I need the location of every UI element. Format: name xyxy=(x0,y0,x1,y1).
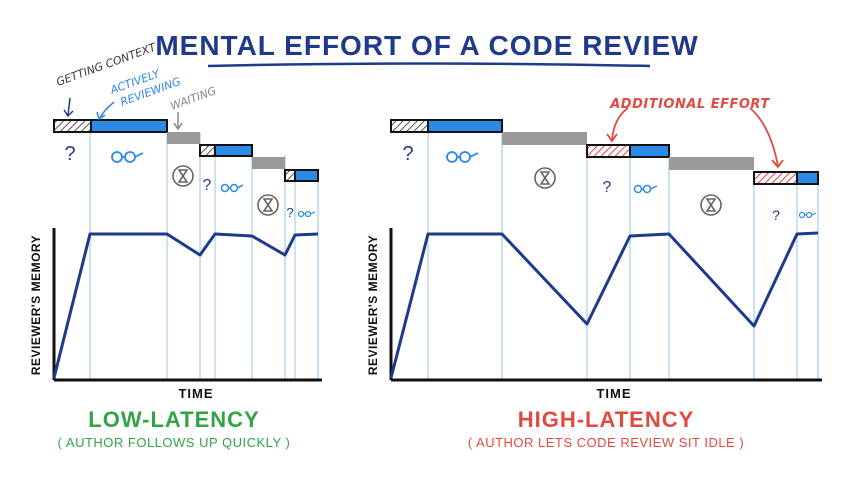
question-icon: ? xyxy=(64,143,75,165)
y-axis-label: REVIEWER'S MEMORY xyxy=(366,235,380,375)
glasses-icon xyxy=(220,183,244,193)
annotation-additional-effort: ADDITIONAL EFFORT xyxy=(609,97,770,112)
hourglass-clock-icon xyxy=(534,167,556,189)
caption-title-low: LOW-LATENCY xyxy=(88,407,259,432)
question-icon: ? xyxy=(286,205,293,220)
memory-line-high xyxy=(389,231,819,379)
annotation-arrow xyxy=(173,112,183,131)
bar-waiting xyxy=(502,132,587,145)
annotation-arrow xyxy=(63,97,74,118)
annotation-arrow xyxy=(749,107,784,169)
glasses-icon xyxy=(798,211,817,219)
bar-waiting xyxy=(167,132,200,144)
bar-waiting xyxy=(669,157,754,170)
glasses-icon xyxy=(297,210,316,218)
hourglass-clock-icon xyxy=(257,194,279,216)
caption-subtitle-low: ( AUTHOR FOLLOWS UP QUICKLY ) xyxy=(58,435,291,450)
phase-lines-low xyxy=(89,133,319,380)
phase-lines-high xyxy=(427,133,819,380)
glasses-icon xyxy=(633,184,658,194)
bar-waiting xyxy=(252,157,285,169)
annotation-arrow xyxy=(96,101,115,121)
bar-active-review xyxy=(214,144,253,157)
question-icon: ? xyxy=(603,179,612,196)
question-icon: ? xyxy=(772,207,780,223)
page-title: MENTAL EFFORT OF A CODE REVIEW xyxy=(155,30,698,61)
title-underline xyxy=(207,62,651,68)
glasses-icon xyxy=(111,151,144,163)
bar-active-review xyxy=(427,119,503,133)
y-axis-label: REVIEWER'S MEMORY xyxy=(29,235,43,375)
hourglass-clock-icon xyxy=(700,194,722,216)
glasses-icon xyxy=(446,151,479,163)
bar-getting-context xyxy=(390,119,429,133)
memory-line-low xyxy=(52,232,319,379)
low-latency-panel: ? ? ? REVIEWER'S MEMORY TIME LOW-LATENCY xyxy=(29,119,322,450)
bar-getting-context xyxy=(199,144,216,157)
bar-active-review xyxy=(629,144,670,158)
bar-active-review xyxy=(294,169,319,182)
question-icon: ? xyxy=(203,177,212,194)
x-axis-label: TIME xyxy=(178,386,213,401)
hourglass-clock-icon xyxy=(172,165,194,187)
bar-additional-context xyxy=(586,144,631,158)
caption-subtitle-high: ( AUTHOR LETS CODE REVIEW SIT IDLE ) xyxy=(468,435,744,450)
bar-getting-context xyxy=(53,119,92,133)
annotation-arrow xyxy=(606,107,629,143)
bar-active-review xyxy=(796,171,819,185)
caption-title-high: HIGH-LATENCY xyxy=(518,407,695,432)
bar-additional-context xyxy=(753,171,798,185)
bar-active-review xyxy=(90,119,168,133)
high-latency-panel: ? ? ? REVIEWER'S MEMORY TIME HIGH-LATENC… xyxy=(366,119,822,450)
bar-getting-context xyxy=(284,169,296,182)
x-axis-label: TIME xyxy=(596,386,631,401)
question-icon: ? xyxy=(402,143,413,165)
